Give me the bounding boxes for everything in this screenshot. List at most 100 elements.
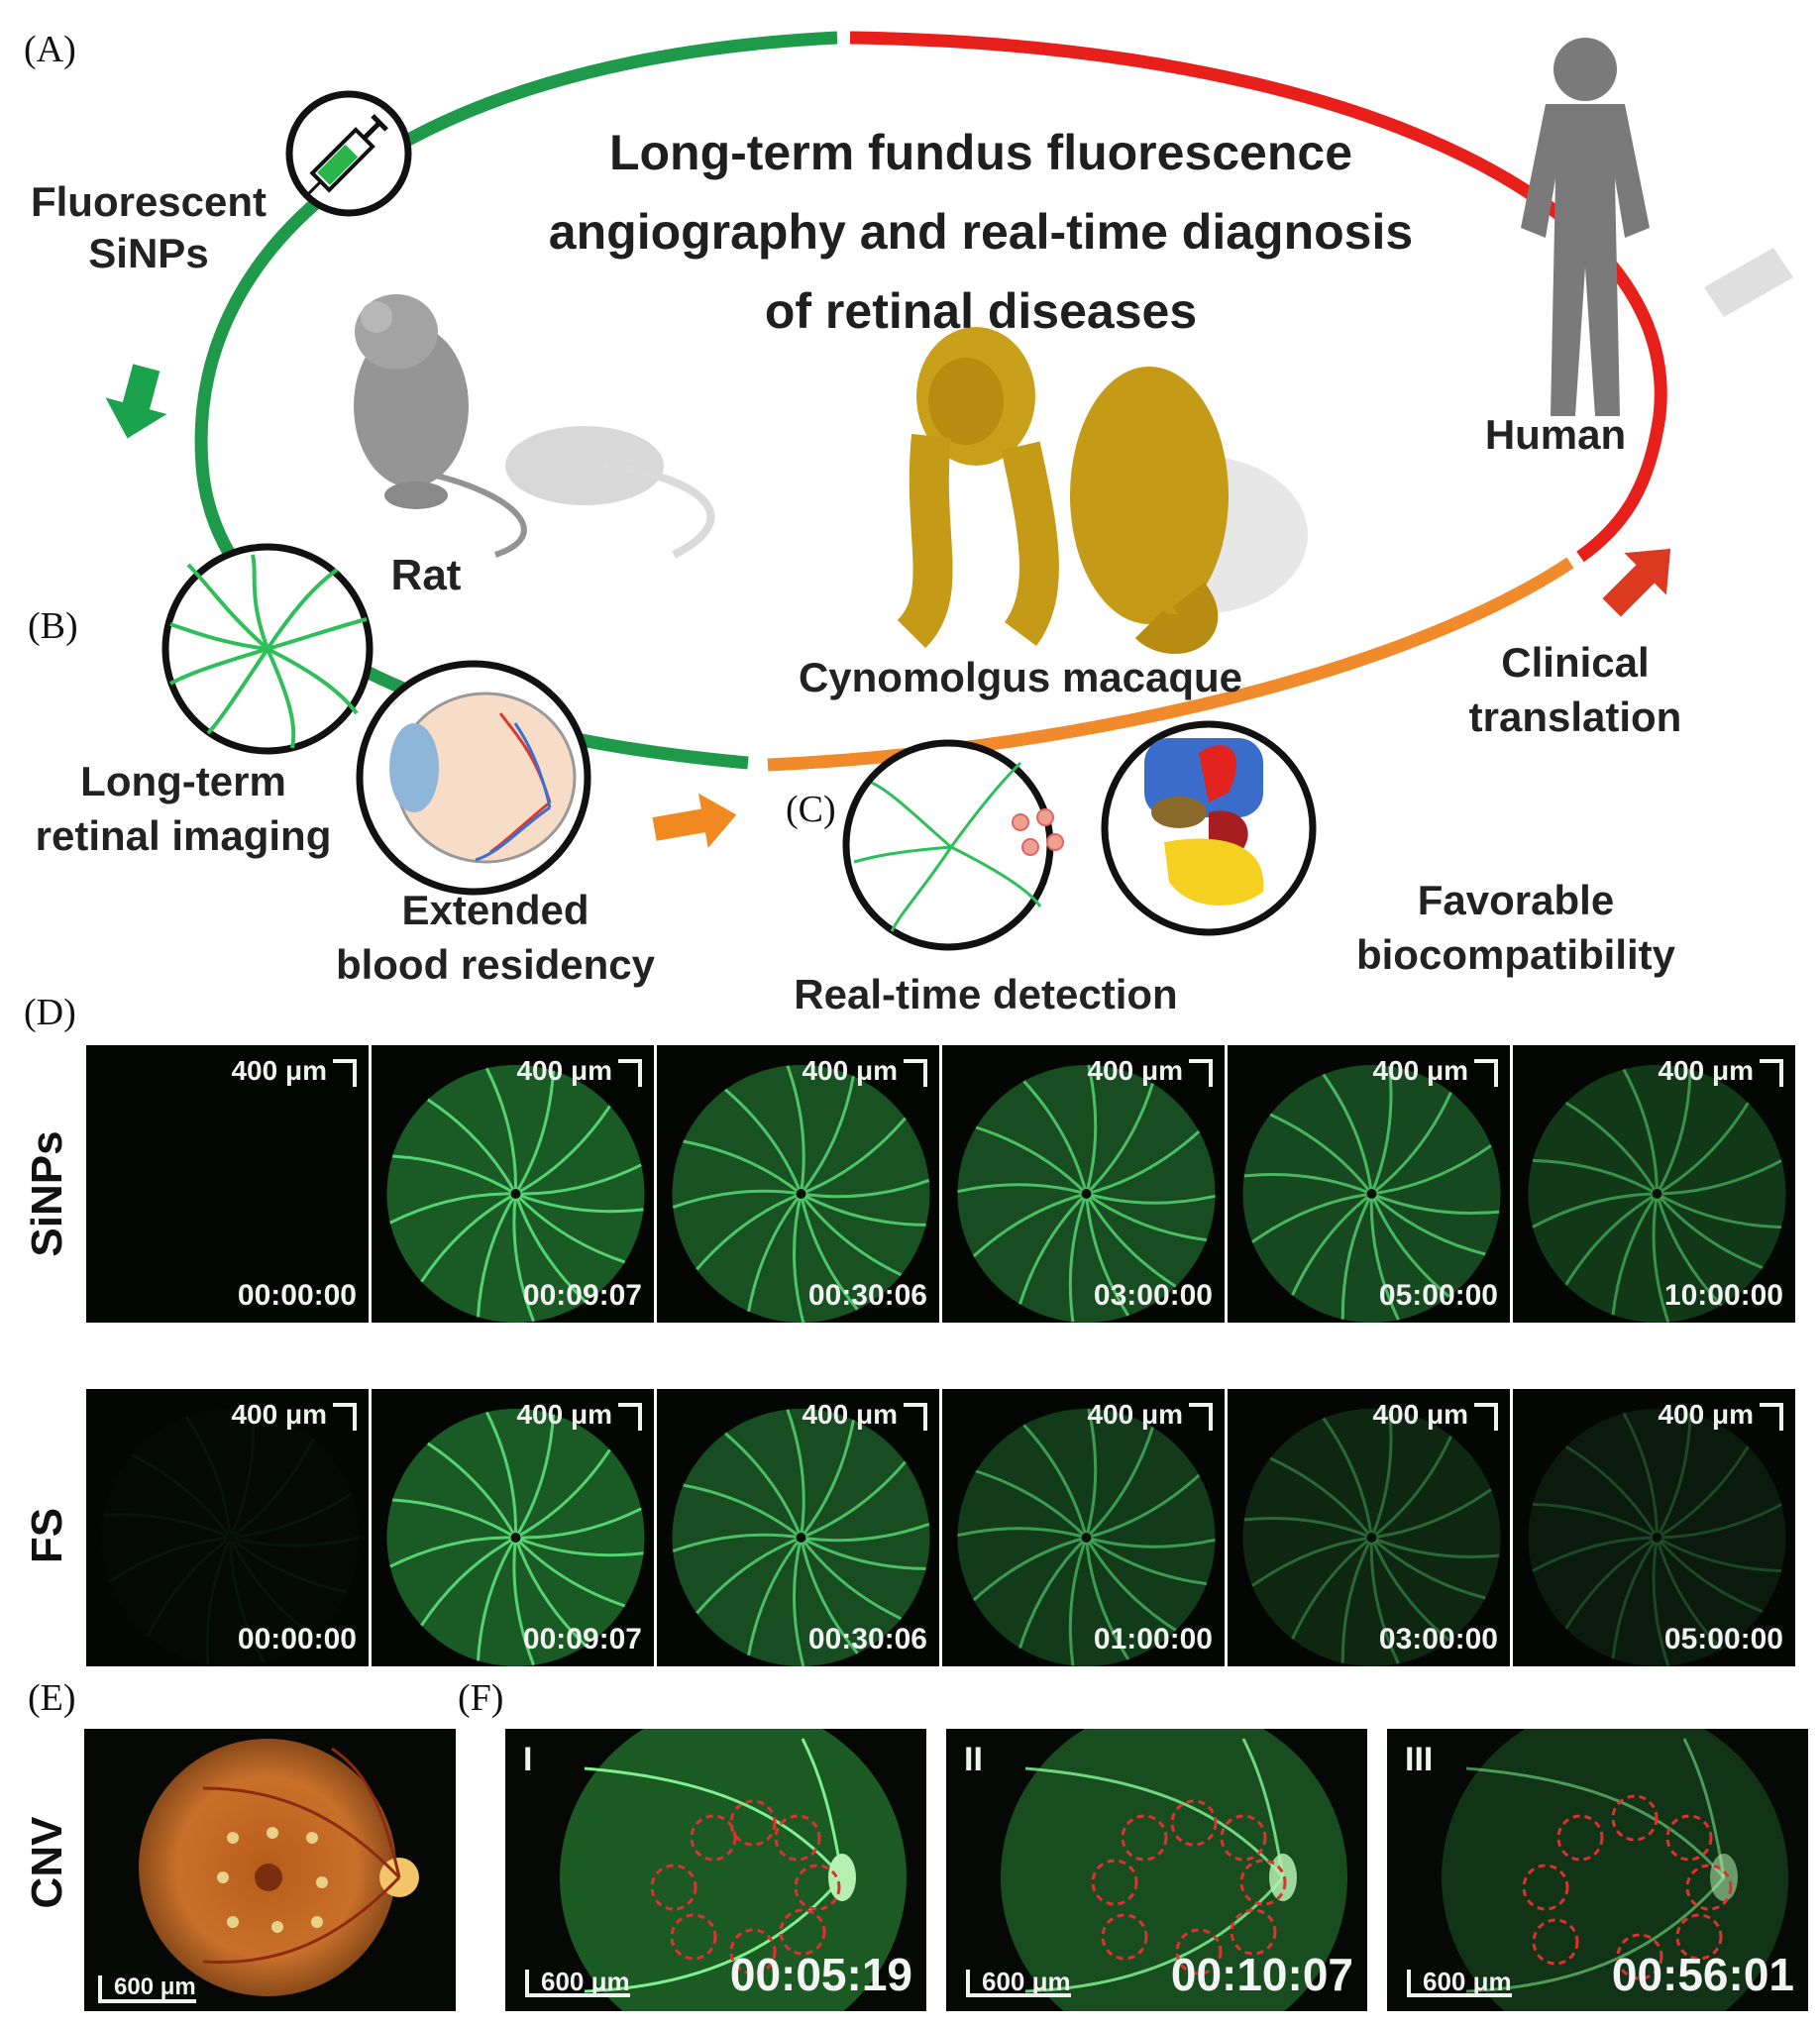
- optic-disc: [1269, 1854, 1297, 1901]
- rat-figure: [354, 294, 715, 559]
- macaque-figure: [896, 327, 1308, 654]
- vessel: [1085, 1083, 1154, 1196]
- vessel: [1340, 1537, 1373, 1663]
- panel-label-e: (E): [28, 1677, 76, 1719]
- vessel: [1532, 1502, 1659, 1540]
- vessel: [1656, 1537, 1723, 1651]
- vessel: [184, 1415, 232, 1539]
- vessel: [1656, 1069, 1692, 1195]
- vessel: [1022, 1424, 1088, 1539]
- realtime-label: Real-time detection: [794, 971, 1178, 1017]
- scale-label: 400 μm: [1372, 1055, 1468, 1086]
- vessel: [724, 1432, 803, 1539]
- extended-label-2: blood residency: [335, 941, 656, 988]
- vessel: [1656, 1413, 1692, 1539]
- vessel: [1369, 1193, 1400, 1321]
- vessel: [786, 1409, 805, 1539]
- vessel: [1532, 1158, 1659, 1196]
- long-term-label-2: retinal imaging: [35, 812, 332, 859]
- timestamp-label: 03:00:00: [1378, 1623, 1498, 1655]
- lesion-marker: [1665, 1814, 1713, 1862]
- vessel: [672, 1533, 802, 1553]
- timestamp-label: 10:00:00: [1663, 1279, 1783, 1312]
- overview-diagram: [105, 31, 1793, 951]
- vessel: [1370, 1192, 1486, 1256]
- frame-roman-label: I: [523, 1741, 533, 1778]
- fluorescent-sinps-label-2: SiNPs: [88, 230, 209, 276]
- vessel: [1656, 1536, 1782, 1573]
- vessel: [514, 1192, 626, 1264]
- lesion-marker: [774, 1814, 821, 1862]
- scale-label: 400 μm: [231, 1055, 327, 1086]
- vessel: [477, 1537, 517, 1661]
- scale-bar: [1474, 1403, 1498, 1431]
- vessel: [1085, 1064, 1098, 1195]
- lesion-marker: [1170, 1799, 1218, 1847]
- human-figure: [1521, 38, 1793, 416]
- vessel: [1652, 1193, 1670, 1323]
- vessel: [1657, 1503, 1782, 1540]
- vessel: [793, 1537, 805, 1666]
- timestamp-label: 00:09:07: [522, 1279, 642, 1312]
- vessel: [1611, 1537, 1659, 1659]
- lesion-marker: [1675, 1913, 1723, 1961]
- cnv-fundus-image: 600 μm: [84, 1729, 456, 2011]
- vessel: [1465, 1766, 1726, 1878]
- vessel: [514, 1070, 555, 1195]
- vessel: [420, 1536, 517, 1627]
- timestamp-label: 05:00:00: [1663, 1623, 1783, 1655]
- title-line-2: angiography and real-time diagnosis: [548, 204, 1414, 260]
- vessel: [672, 1189, 802, 1210]
- vessel: [1656, 1445, 1750, 1540]
- scale-bar: [904, 1059, 927, 1087]
- panel-label-a: (A): [24, 29, 76, 70]
- timestamp-label: 00:09:07: [522, 1623, 642, 1655]
- vessel: [584, 1766, 844, 1878]
- vessel: [1622, 1412, 1659, 1539]
- scale-label: 400 μm: [802, 1055, 898, 1086]
- vessel: [1243, 1517, 1373, 1540]
- vessel: [389, 1192, 516, 1225]
- vessel: [1370, 1537, 1450, 1642]
- timestamp-label: 03:00:00: [1093, 1279, 1213, 1312]
- lesion-marker: [779, 1908, 826, 1956]
- vessel: [1656, 1193, 1764, 1269]
- scale-label: 400 μm: [516, 1399, 612, 1430]
- frame-timestamp: 00:10:07: [1170, 1949, 1353, 2000]
- timestamp-label: 05:00:00: [1378, 1279, 1498, 1312]
- orange-right-arrow-icon: [652, 793, 737, 848]
- vessel: [1370, 1410, 1393, 1539]
- timestamp-label: 00:30:06: [807, 1623, 927, 1655]
- vessel: [1322, 1417, 1373, 1539]
- vessel: [800, 1075, 855, 1195]
- retina-circle: [161, 543, 374, 755]
- vessel: [696, 1192, 803, 1271]
- lesion-marker: [1611, 1794, 1659, 1842]
- vessel: [512, 1537, 535, 1666]
- vessel: [103, 1513, 232, 1540]
- clinical-label-1: Clinical: [1501, 639, 1650, 686]
- vessel: [747, 1193, 803, 1313]
- vessel: [800, 1193, 903, 1277]
- vessel: [426, 1441, 517, 1539]
- fundus-field: [560, 1729, 907, 2011]
- frame-scale-bar: 600 μm: [525, 1969, 630, 1997]
- vessel: [1018, 1192, 1088, 1305]
- vessel: [801, 1522, 930, 1543]
- vessel: [1564, 1444, 1659, 1539]
- vessel: [1622, 1068, 1659, 1195]
- vessel: [131, 1453, 232, 1539]
- scale-label: 400 μm: [1372, 1399, 1468, 1430]
- timestamp-label: 00:00:00: [237, 1279, 357, 1312]
- rat-label: Rat: [390, 551, 462, 599]
- vessel: [972, 1192, 1087, 1258]
- row-label-sinps: SiNPs: [23, 1130, 71, 1257]
- cnv-detection-frame: I 600 μm 00:05:19: [505, 1729, 926, 2011]
- vessel: [786, 1065, 805, 1195]
- eye-circle: [356, 660, 591, 896]
- frame-timestamp: 00:05:19: [729, 1949, 912, 2000]
